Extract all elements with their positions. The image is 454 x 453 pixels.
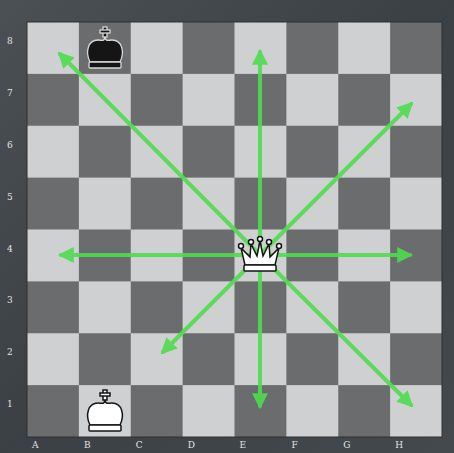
file-label: C	[136, 440, 143, 450]
rank-label: 5	[7, 192, 13, 202]
move-arrow	[61, 253, 260, 257]
rank-label: 7	[7, 88, 13, 98]
rank-label: 2	[7, 347, 13, 357]
file-label: A	[32, 440, 39, 450]
move-arrow	[258, 52, 262, 255]
rank-label: 3	[7, 295, 13, 305]
move-arrow	[260, 255, 411, 405]
move-arrow	[60, 54, 260, 255]
rank-label: 6	[7, 140, 13, 150]
file-label: B	[84, 440, 91, 450]
file-label: H	[395, 440, 403, 450]
rank-label: 1	[7, 399, 13, 409]
queen-moves	[60, 52, 411, 406]
rank-label: 8	[7, 36, 13, 46]
move-arrow	[260, 104, 411, 255]
file-label: D	[188, 440, 195, 450]
file-label: G	[343, 440, 350, 450]
black-king	[88, 27, 123, 68]
rank-label: 4	[7, 244, 13, 254]
file-label: E	[240, 440, 247, 450]
white-queen	[239, 237, 282, 272]
move-arrow	[260, 253, 410, 257]
move-arrow	[258, 255, 262, 406]
board-squares	[27, 22, 442, 437]
white-king	[88, 390, 123, 431]
file-label: F	[291, 440, 297, 450]
